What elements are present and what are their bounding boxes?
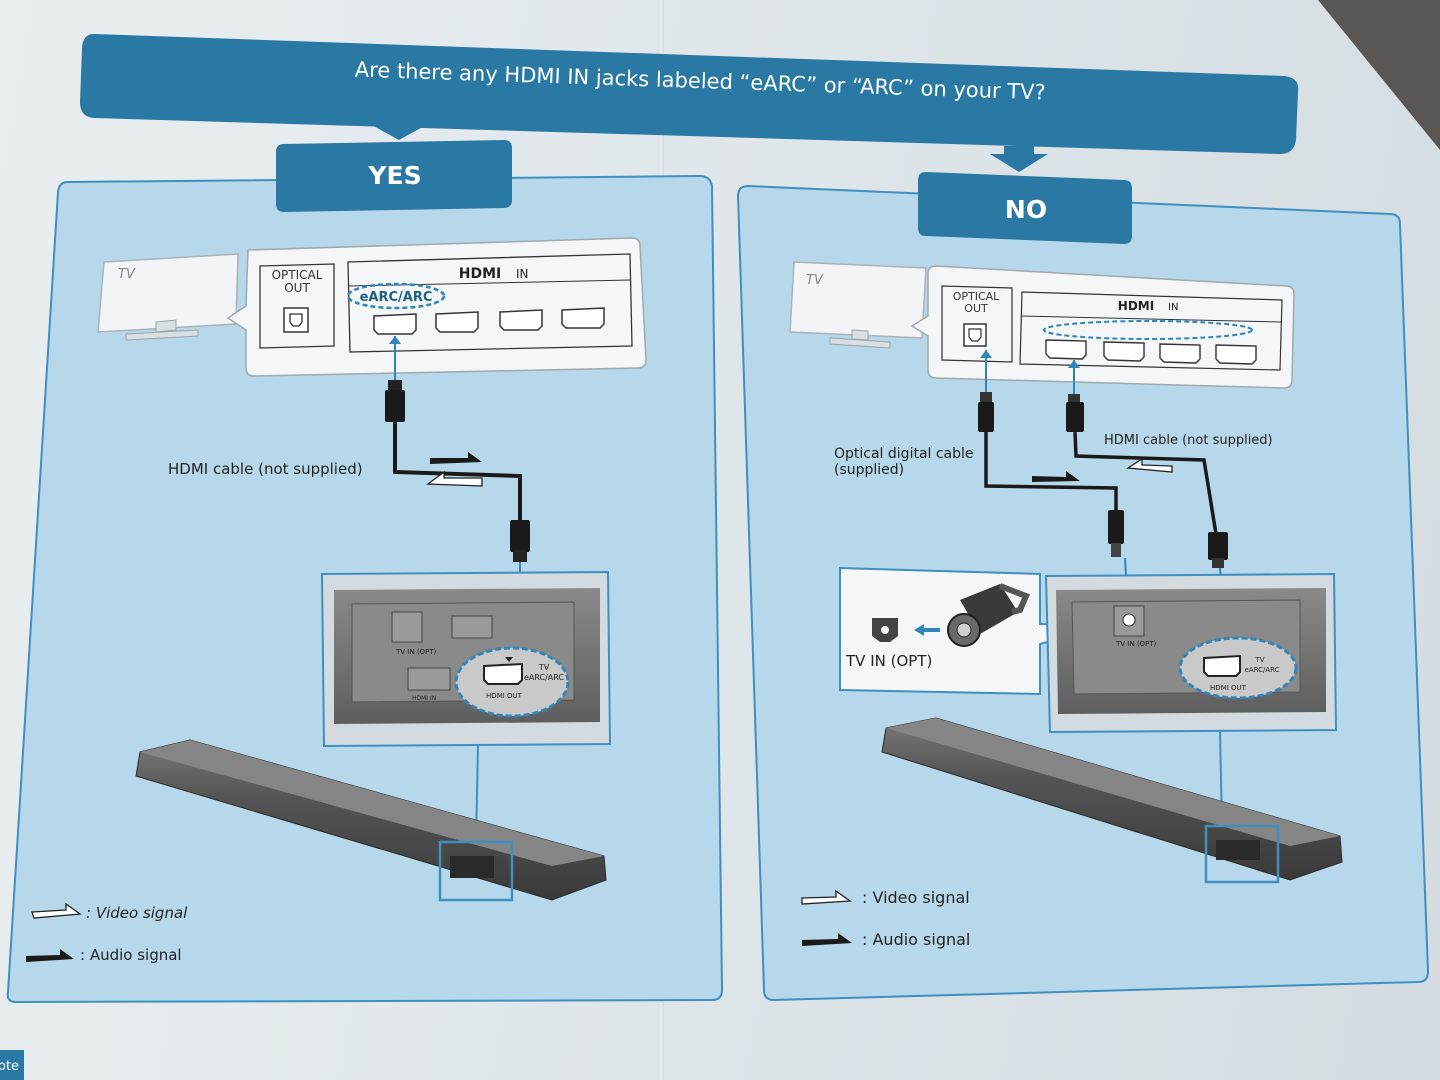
corner-tab: ote	[0, 1050, 24, 1080]
no-optical-cable-line1: Optical digital cable	[834, 446, 974, 462]
no-soundbar-earc-line2: eARC/ARC	[1244, 666, 1279, 674]
no-legend-audio: : Audio signal	[862, 930, 970, 949]
yes-legend-video-arrow-icon	[31, 902, 82, 919]
no-hdmi-in-label: IN	[1168, 302, 1178, 313]
no-tag: NO	[1005, 195, 1047, 224]
no-tv-in-opt-callout-label: TV IN (OPT)	[845, 652, 932, 670]
no-panel: NO TV OPTICAL OUT HDMI IN	[736, 172, 1430, 1002]
yes-legend-audio: : Audio signal	[80, 946, 182, 964]
no-tv-port-callout: OPTICAL OUT HDMI IN	[910, 265, 1295, 389]
no-hdmi-logo: HDMI	[1118, 299, 1154, 313]
no-tv-illustration: TV	[789, 261, 927, 349]
yes-earc-label: eARC/ARC	[360, 290, 433, 305]
no-tv-label: TV	[806, 273, 824, 288]
no-hdmi-cable	[1066, 360, 1230, 630]
yes-cable-label: HDMI cable (not supplied)	[168, 460, 363, 478]
yes-tag: YES	[367, 161, 421, 190]
plug-direction-arrow-icon	[914, 624, 940, 636]
no-legend-video: : Video signal	[862, 888, 970, 907]
no-hdmi-cable-label: HDMI cable (not supplied)	[1104, 433, 1273, 448]
no-soundbar-earc-line1: TV	[1254, 656, 1264, 664]
yes-legend-video: : Video signal	[86, 904, 188, 922]
yes-soundbar-earc-line1: TV	[538, 663, 550, 672]
yes-hdmi-logo: HDMI	[459, 266, 501, 282]
no-optical-out-line1: OPTICAL	[953, 290, 1000, 303]
no-soundbar-tv-in-opt: TV IN (OPT)	[1115, 640, 1157, 648]
yes-soundbar	[135, 739, 607, 902]
yes-optical-out-line2: OUT	[284, 281, 310, 295]
question-banner: Are there any HDMI IN jacks labeled “eAR…	[80, 33, 1299, 172]
yes-soundbar-hdmi-out: HDMI OUT	[486, 692, 523, 700]
no-legend-video-arrow-icon	[801, 889, 852, 905]
yes-tv-illustration: TV	[97, 253, 239, 341]
no-soundbar	[881, 717, 1343, 884]
yes-legend-audio-arrow-icon	[26, 949, 74, 962]
no-soundbar-rear-zoom: TV IN (OPT) TV eARC/ARC HDMI OUT	[1044, 572, 1338, 827]
no-soundbar-hdmi-out: HDMI OUT	[1210, 684, 1247, 692]
yes-optical-port-icon	[283, 307, 309, 333]
yes-arrow-icon	[370, 116, 428, 140]
yes-soundbar-earc-line2: eARC/ARC	[524, 673, 564, 682]
yes-video-arrow-icon	[426, 470, 483, 487]
yes-legend: : Video signal : Audio signal	[26, 902, 188, 964]
no-hdmi-none-highlight	[1043, 320, 1253, 340]
yes-hdmi-in-label: IN	[516, 267, 529, 281]
yes-soundbar-tv-in-opt: TV IN (OPT)	[395, 648, 437, 656]
yes-soundbar-hdmi-in: HDMI IN	[412, 695, 436, 702]
yes-hdmi-port-icons	[373, 307, 605, 335]
no-legend: : Video signal : Audio signal	[801, 888, 970, 949]
yes-panel: YES TV OPTICAL OUT HDMI IN eARC/ARC	[6, 140, 724, 1004]
no-audio-arrow-icon	[1032, 471, 1080, 482]
yes-earc-highlight	[346, 282, 446, 310]
optical-plug-icon	[947, 583, 1030, 647]
yes-tv-port-callout: OPTICAL OUT HDMI IN eARC/ARC	[226, 237, 647, 377]
no-hdmi-port-icons	[1045, 339, 1257, 365]
no-optical-out-line2: OUT	[964, 302, 988, 315]
yes-soundbar-rear-zoom: TV IN (OPT) HDMI IN TV eARC/ARC HDMI OUT	[320, 570, 612, 841]
no-optical-cable-line2: (supplied)	[834, 462, 904, 478]
yes-audio-arrow-icon	[430, 452, 482, 464]
yes-tv-label: TV	[118, 267, 136, 282]
no-optical-port-icon	[963, 323, 987, 347]
no-video-arrow-icon	[1126, 457, 1173, 473]
no-legend-audio-arrow-icon	[802, 933, 852, 946]
no-optical-cable	[978, 350, 1134, 616]
yes-optical-out-line1: OPTICAL	[272, 268, 323, 282]
no-arrow-icon	[990, 146, 1048, 172]
corner-tab-text: ote	[0, 1059, 19, 1074]
